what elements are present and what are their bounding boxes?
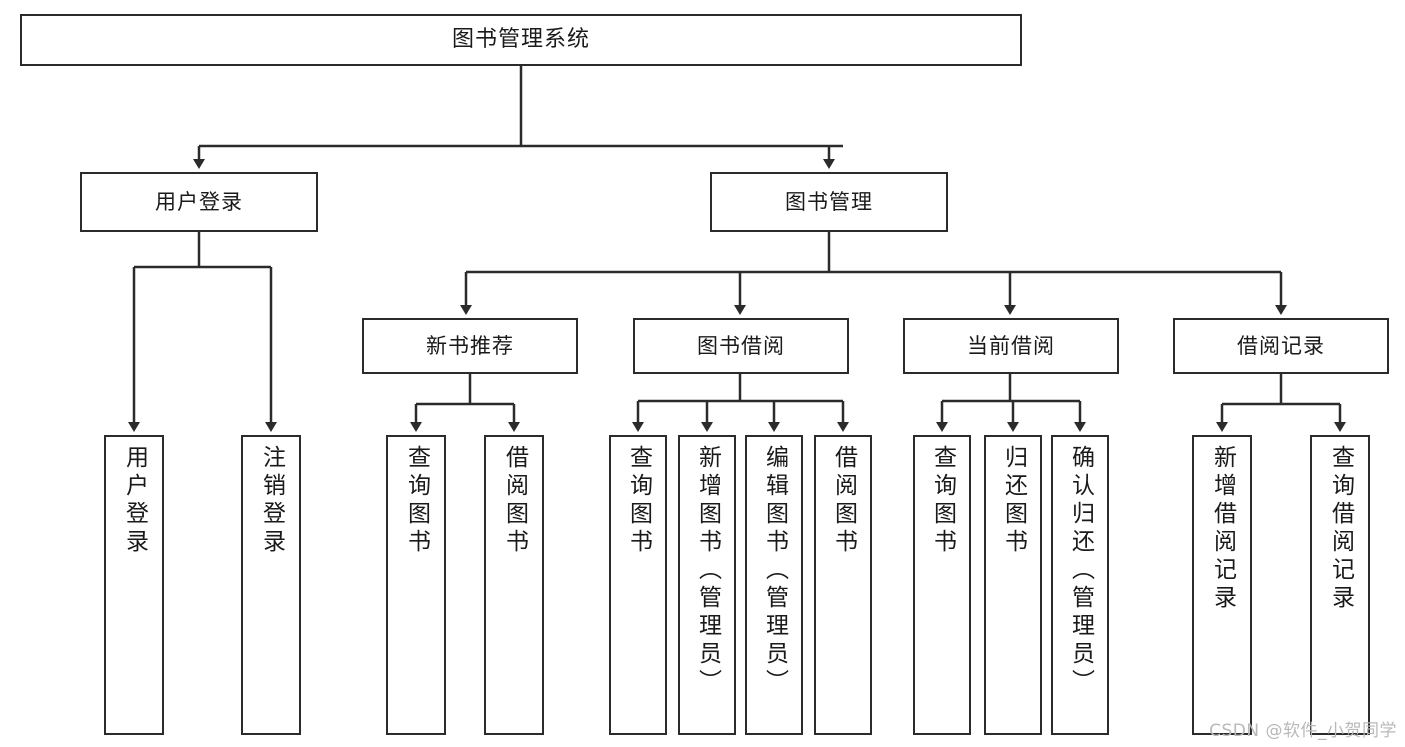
node-leaf-borrow-book-2-label: 借阅图书 bbox=[830, 445, 857, 557]
node-leaf-query-book-1-label: 查询图书 bbox=[403, 445, 430, 557]
node-leaf-query-record[interactable]: 查询借阅记录 bbox=[1310, 435, 1370, 735]
node-book-manage-label: 图书管理 bbox=[785, 189, 873, 214]
node-current-borrow-label: 当前借阅 bbox=[967, 333, 1055, 358]
node-leaf-logout-label: 注销登录 bbox=[258, 445, 285, 557]
node-leaf-add-record-label: 新增借阅记录 bbox=[1209, 445, 1236, 613]
node-root[interactable]: 图书管理系统 bbox=[20, 14, 1022, 66]
node-leaf-borrow-book-1[interactable]: 借阅图书 bbox=[484, 435, 544, 735]
node-borrow-record[interactable]: 借阅记录 bbox=[1173, 318, 1389, 374]
node-leaf-query-book-1[interactable]: 查询图书 bbox=[386, 435, 446, 735]
node-leaf-borrow-book-2[interactable]: 借阅图书 bbox=[814, 435, 872, 735]
node-leaf-query-record-label: 查询借阅记录 bbox=[1327, 445, 1354, 613]
node-leaf-user-login[interactable]: 用户登录 bbox=[104, 435, 164, 735]
node-new-book-recommend-label: 新书推荐 bbox=[426, 333, 514, 358]
node-leaf-edit-book-label: 编辑图书（管理员） bbox=[761, 445, 788, 697]
node-book-manage[interactable]: 图书管理 bbox=[710, 172, 948, 232]
watermark-text: CSDN @软件_小贺同学 bbox=[1209, 721, 1397, 741]
node-leaf-query-book-3-label: 查询图书 bbox=[929, 445, 956, 557]
node-leaf-logout[interactable]: 注销登录 bbox=[241, 435, 301, 735]
node-leaf-confirm-return[interactable]: 确认归还（管理员） bbox=[1051, 435, 1109, 735]
node-leaf-return-book-label: 归还图书 bbox=[1000, 445, 1027, 557]
node-leaf-add-book[interactable]: 新增图书（管理员） bbox=[678, 435, 736, 735]
node-book-borrow[interactable]: 图书借阅 bbox=[633, 318, 849, 374]
node-leaf-edit-book[interactable]: 编辑图书（管理员） bbox=[745, 435, 803, 735]
node-leaf-query-book-3[interactable]: 查询图书 bbox=[913, 435, 971, 735]
node-leaf-user-login-label: 用户登录 bbox=[121, 445, 148, 557]
node-user-login-label: 用户登录 bbox=[155, 189, 243, 214]
node-leaf-query-book-2-label: 查询图书 bbox=[625, 445, 652, 557]
node-leaf-add-record[interactable]: 新增借阅记录 bbox=[1192, 435, 1252, 735]
node-root-label: 图书管理系统 bbox=[451, 27, 590, 53]
node-new-book-recommend[interactable]: 新书推荐 bbox=[362, 318, 578, 374]
node-leaf-confirm-return-label: 确认归还（管理员） bbox=[1067, 445, 1094, 697]
node-leaf-borrow-book-1-label: 借阅图书 bbox=[501, 445, 528, 557]
node-user-login[interactable]: 用户登录 bbox=[80, 172, 318, 232]
node-current-borrow[interactable]: 当前借阅 bbox=[903, 318, 1119, 374]
node-leaf-query-book-2[interactable]: 查询图书 bbox=[609, 435, 667, 735]
node-borrow-record-label: 借阅记录 bbox=[1237, 333, 1325, 358]
node-book-borrow-label: 图书借阅 bbox=[697, 333, 785, 358]
node-leaf-return-book[interactable]: 归还图书 bbox=[984, 435, 1042, 735]
node-leaf-add-book-label: 新增图书（管理员） bbox=[694, 445, 721, 697]
